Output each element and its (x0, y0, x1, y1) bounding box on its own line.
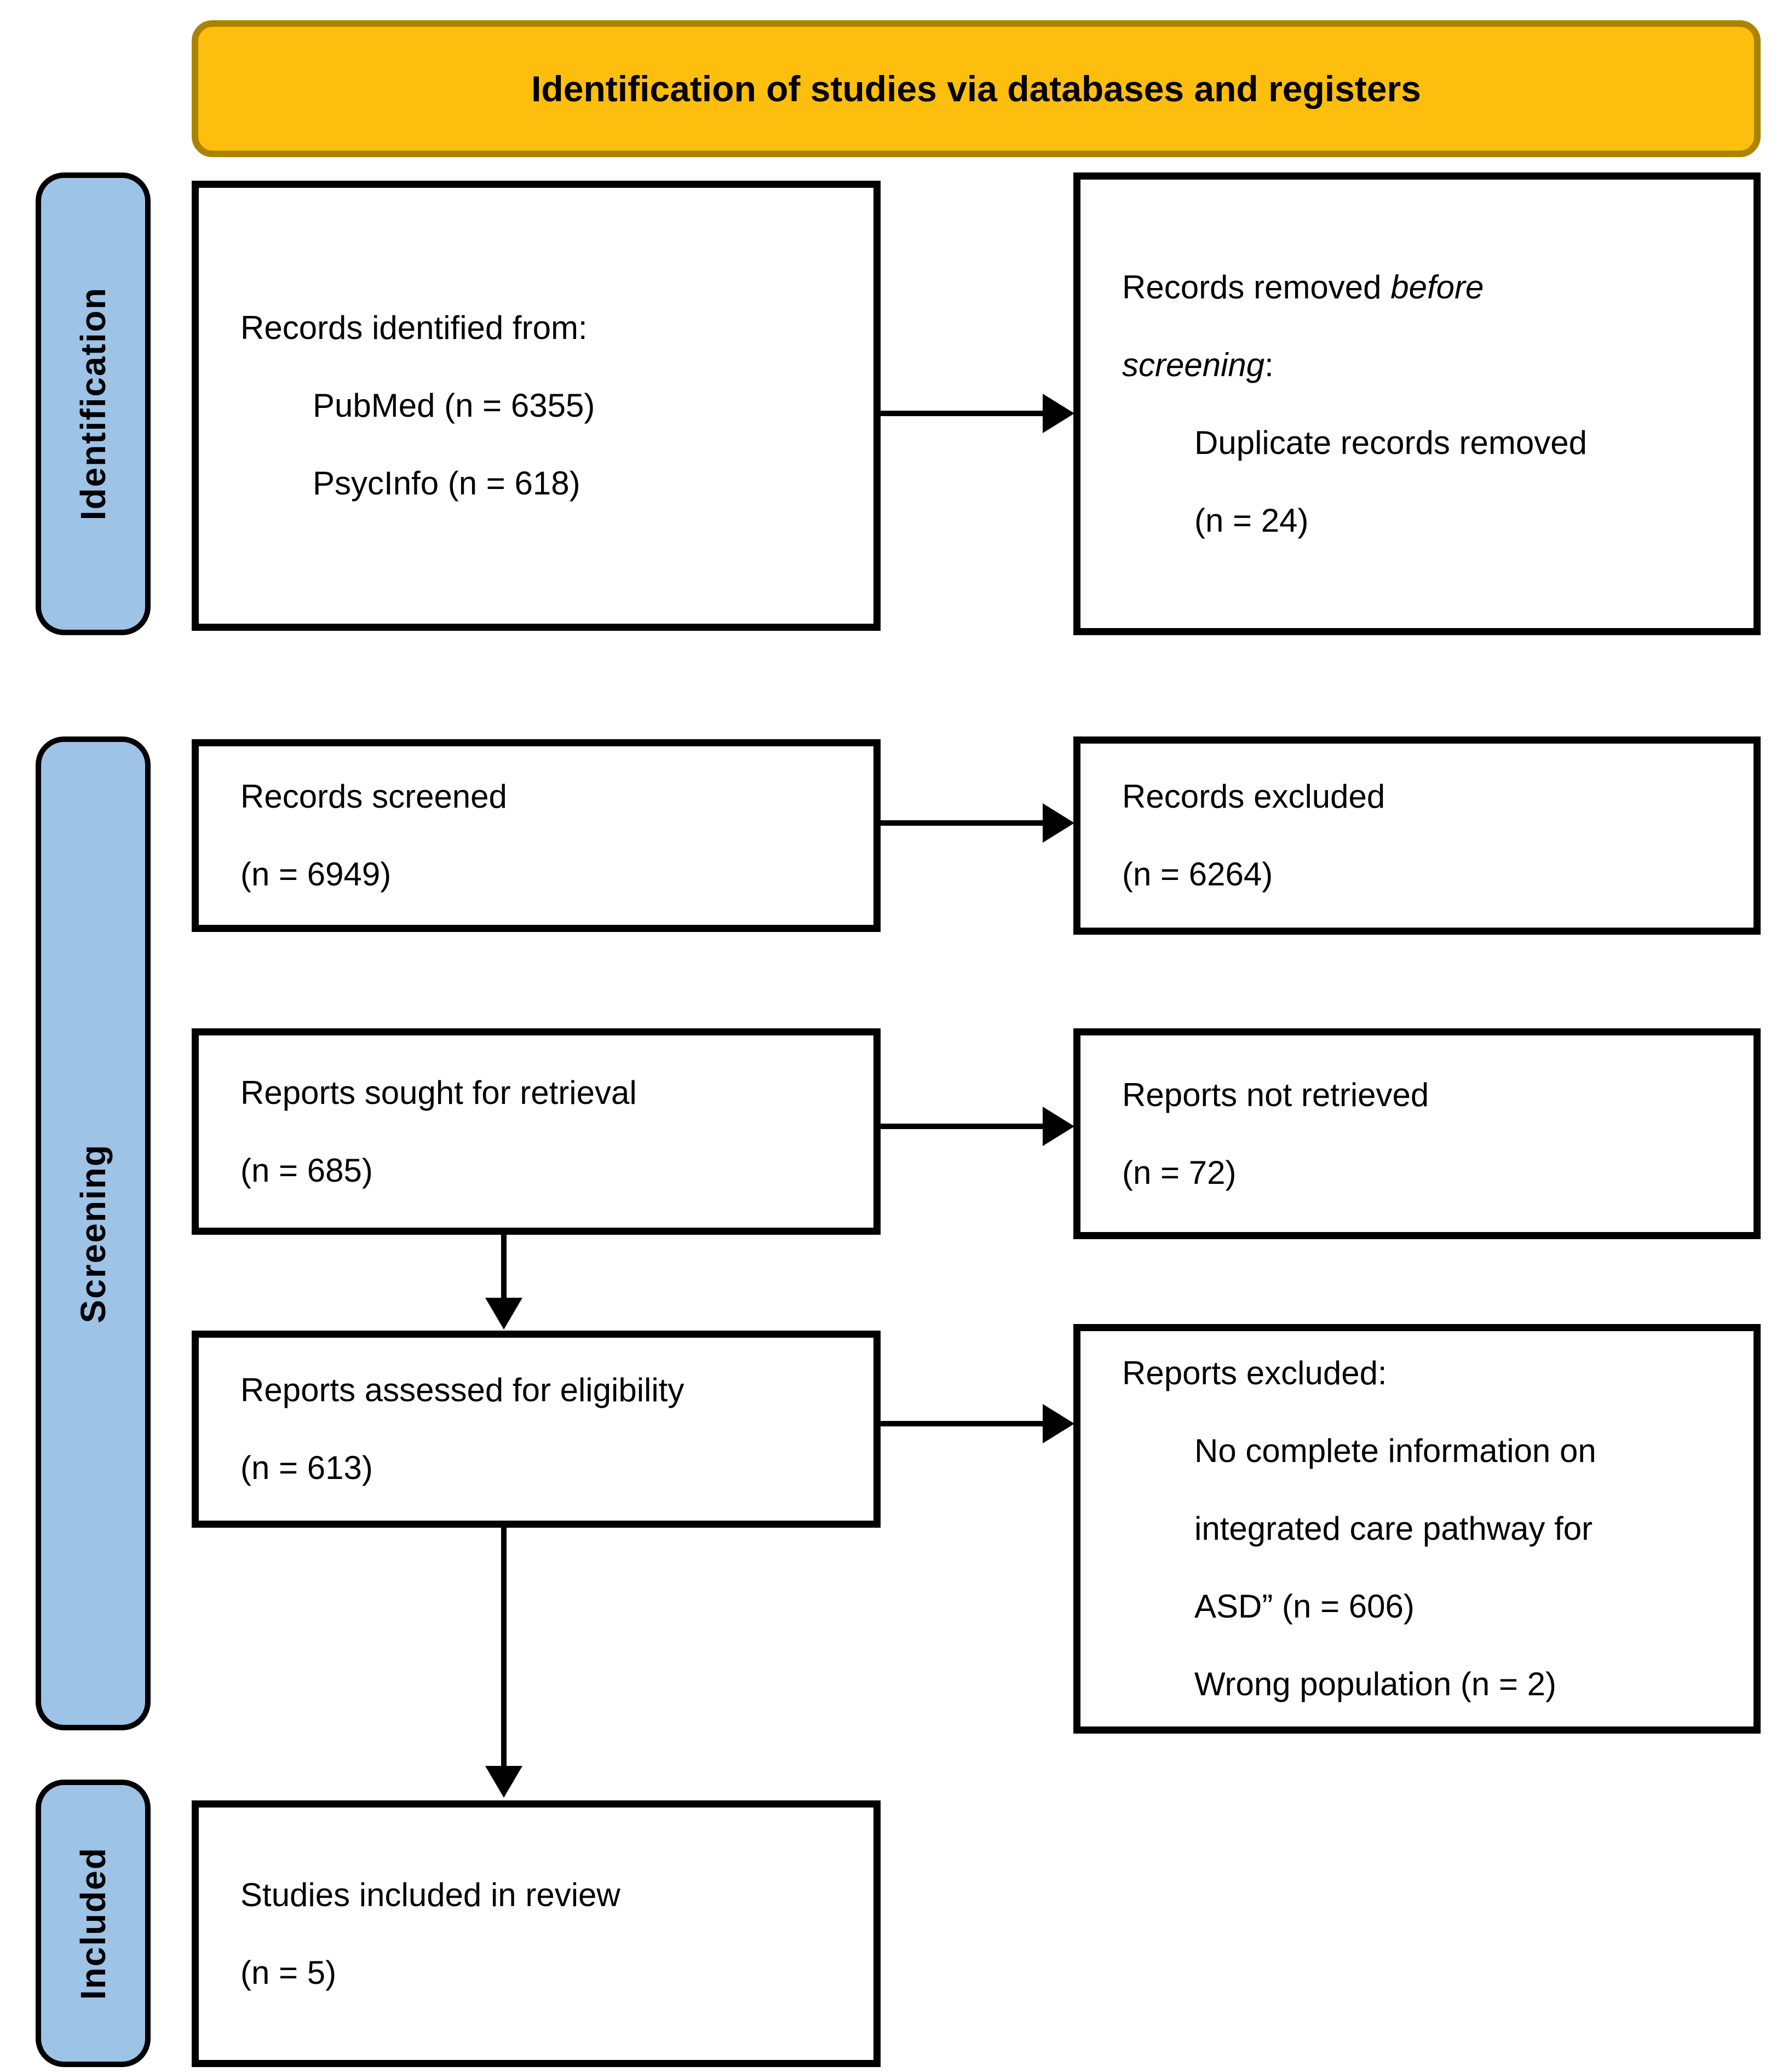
arrow-sought-to-not-retrieved-line (881, 1124, 1045, 1129)
box-line: (n = 613) (240, 1429, 860, 1507)
box-line-text: (n = 6949) (240, 856, 392, 893)
box-line-text: Reports assessed for eligibility (240, 1372, 685, 1408)
arrow-sought-to-assessed-line (501, 1235, 507, 1302)
box-line-text: integrated care pathway for (1194, 1510, 1593, 1547)
box-records-excluded: Records excluded (n = 6264) (1073, 736, 1761, 935)
arrow-identified-to-removed-head-icon (1043, 394, 1074, 433)
box-line-text-italic: screening (1122, 346, 1265, 383)
box-line: Reports excluded: (1122, 1334, 1740, 1412)
box-line: Reports assessed for eligibility (240, 1351, 860, 1429)
box-line: Records excluded (1122, 758, 1740, 836)
arrow-sought-to-assessed-head-icon (485, 1298, 522, 1329)
box-line-text: Duplicate records removed (1194, 424, 1587, 461)
title-banner: Identification of studies via databases … (192, 20, 1761, 157)
arrow-assessed-to-excluded-line (881, 1421, 1045, 1426)
arrow-assessed-to-included-head-icon (485, 1766, 522, 1798)
box-line: Wrong population (n = 2) (1122, 1645, 1740, 1723)
box-line: integrated care pathway for (1122, 1490, 1740, 1568)
box-line: (n = 72) (1122, 1134, 1740, 1212)
stage-included-label: Included (73, 1846, 113, 2000)
box-line: Studies included in review (240, 1856, 860, 1934)
box-line: (n = 6949) (240, 836, 860, 913)
box-line-text: (n = 24) (1194, 502, 1309, 539)
box-line-text: Wrong population (n = 2) (1194, 1666, 1556, 1702)
arrow-sought-to-not-retrieved-head-icon (1043, 1107, 1074, 1146)
box-reports-excluded-reasons: Reports excluded: No complete information… (1073, 1324, 1761, 1734)
box-line-text: (n = 5) (240, 1954, 337, 1991)
box-line: PsycInfo (n = 618) (240, 445, 860, 522)
box-line: Duplicate records removed (1122, 404, 1740, 482)
box-line-text: Reports sought for retrieval (240, 1074, 637, 1111)
box-line: (n = 5) (240, 1934, 860, 2012)
box-line-text: Records identified from: (240, 309, 588, 346)
box-line-text: No complete information on (1194, 1432, 1596, 1469)
box-line-text: : (1264, 346, 1274, 383)
box-line-text: Records removed (1122, 268, 1391, 306)
box-line: screening: (1122, 326, 1740, 404)
box-line-text: Reports excluded: (1122, 1355, 1387, 1391)
box-line: Records removed before (1122, 249, 1740, 326)
box-line: (n = 685) (240, 1132, 860, 1210)
stage-included: Included (36, 1780, 151, 2067)
arrow-screened-to-excluded-head-icon (1043, 803, 1074, 843)
box-line: Reports not retrieved (1122, 1056, 1740, 1134)
box-line: ASD” (n = 606) (1122, 1568, 1740, 1645)
title-banner-label: Identification of studies via databases … (531, 68, 1421, 109)
arrow-identified-to-removed-line (881, 411, 1045, 416)
box-line: (n = 6264) (1122, 836, 1740, 913)
box-records-identified: Records identified from: PubMed (n = 6355… (192, 181, 881, 631)
box-reports-sought-for-retrieval: Reports sought for retrieval (n = 685) (192, 1028, 881, 1235)
box-line-text: Reports not retrieved (1122, 1076, 1429, 1113)
box-line: Records identified from: (240, 289, 860, 367)
box-line-text: (n = 6264) (1122, 856, 1273, 893)
box-line: PubMed (n = 6355) (240, 367, 860, 445)
box-line: Records screened (240, 758, 860, 836)
box-line-text: (n = 72) (1122, 1154, 1237, 1191)
box-line-text: Records excluded (1122, 778, 1385, 815)
box-reports-assessed-for-eligibility: Reports assessed for eligibility (n = 613… (192, 1331, 881, 1528)
arrow-assessed-to-excluded-head-icon (1043, 1404, 1074, 1443)
arrow-screened-to-excluded-line (881, 820, 1045, 826)
box-line: No complete information on (1122, 1412, 1740, 1490)
box-line-text: (n = 685) (240, 1152, 373, 1189)
box-studies-included-in-review: Studies included in review (n = 5) (192, 1800, 881, 2067)
stage-identification: Identification (36, 172, 151, 635)
box-line: (n = 24) (1122, 482, 1740, 560)
box-line: Reports sought for retrieval (240, 1054, 860, 1132)
stage-identification-label: Identification (73, 287, 113, 521)
box-line-text: (n = 613) (240, 1449, 373, 1486)
box-records-screened: Records screened (n = 6949) (192, 739, 881, 932)
box-line-text-italic: before (1390, 268, 1484, 306)
stage-screening: Screening (36, 736, 151, 1730)
arrow-assessed-to-included-line (501, 1528, 507, 1770)
stage-screening-label: Screening (73, 1143, 113, 1323)
box-line-text: PsycInfo (n = 618) (313, 465, 580, 502)
box-line-text: PubMed (n = 6355) (313, 387, 595, 424)
box-line-text: ASD” (n = 606) (1194, 1588, 1415, 1625)
box-line-text: Records screened (240, 778, 507, 815)
box-reports-not-retrieved: Reports not retrieved (n = 72) (1073, 1028, 1761, 1239)
box-line-text: Studies included in review (240, 1876, 620, 1913)
